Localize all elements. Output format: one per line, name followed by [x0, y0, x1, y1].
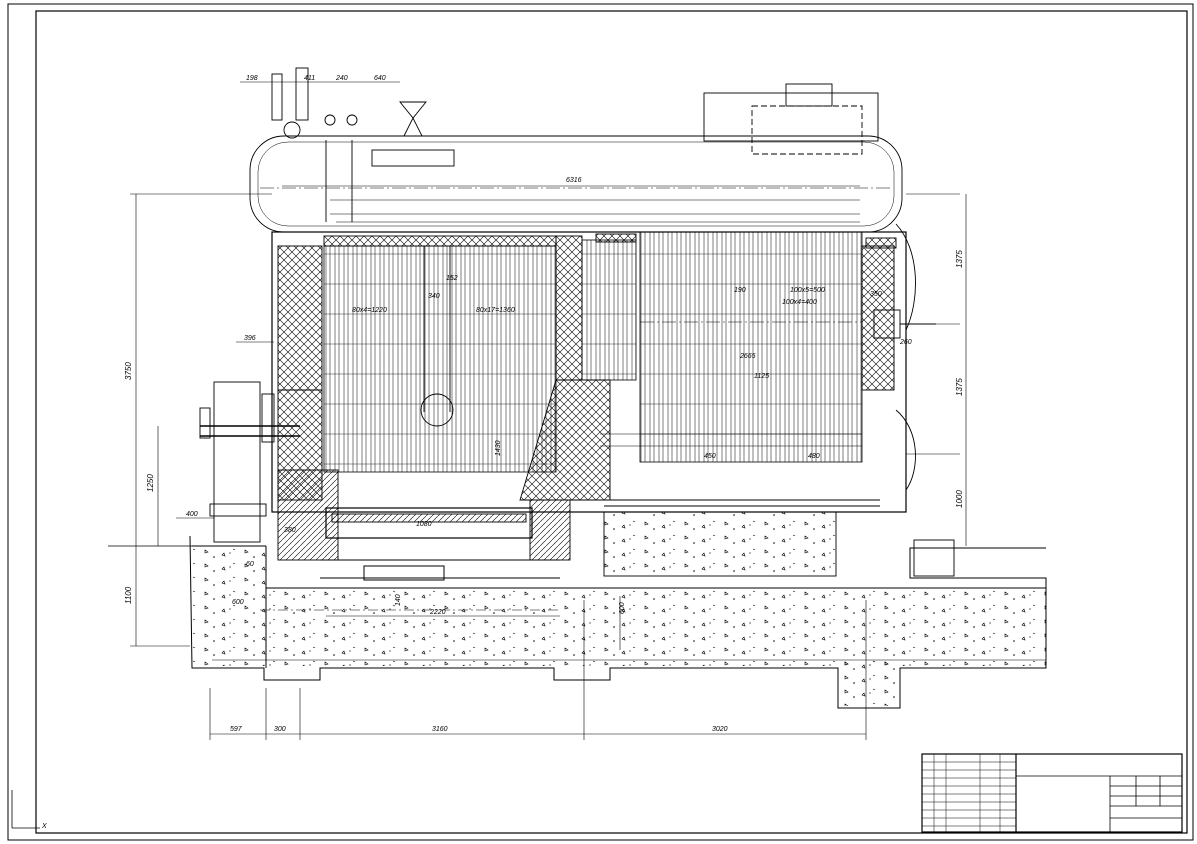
dim-tube-left: 80x4=1220	[352, 307, 387, 314]
ucs-axis-marker: X	[11, 790, 47, 830]
dimension-labels: 198 411 240 640 6316 3750 1250 1100 1375…	[124, 75, 964, 733]
dim-left-height: 3750	[124, 362, 133, 380]
upper-drum	[249, 135, 903, 233]
furnace-body	[271, 231, 907, 513]
dim-100x4: 100x4=400	[782, 299, 817, 306]
foundation-outline	[189, 535, 1047, 709]
dim-bottom-3160: 3160	[432, 726, 448, 733]
title-block	[921, 753, 1183, 833]
dim-small-60: 60	[246, 561, 254, 568]
dim-260: 260	[899, 339, 912, 346]
grate	[325, 507, 533, 539]
outer-frame	[7, 3, 1194, 841]
dim-top-411: 411	[304, 75, 315, 82]
dim-2665: 2665	[739, 353, 756, 360]
dim-top-240: 240	[335, 75, 348, 82]
front-wall	[277, 245, 323, 391]
dim-100x5: 100x5=500	[790, 287, 825, 294]
dim-480: 480	[808, 453, 820, 460]
dim-burner-396: 396	[244, 335, 256, 342]
dim-burner-400: 400	[186, 511, 198, 518]
dim-bottom-3020: 3020	[712, 726, 728, 733]
dim-152: 152	[446, 275, 458, 282]
dim-bottom-597: 597	[230, 726, 243, 733]
dim-1080: 1080	[416, 521, 432, 528]
dim-tube-mid: 80x17=1360	[476, 307, 515, 314]
dim-left-1100: 1100	[124, 586, 133, 604]
tube-bank-right	[639, 231, 863, 463]
dim-2220: 2220	[429, 609, 446, 616]
foundation	[108, 535, 1047, 709]
dim-overall-length: 6316	[566, 177, 582, 184]
boiler-assembly	[199, 67, 955, 577]
dim-right-lower: 1000	[955, 490, 964, 508]
dim-450: 450	[704, 453, 716, 460]
tube-bank-left	[323, 245, 557, 473]
dim-380: 380	[284, 527, 296, 534]
dim-bottom-300: 300	[274, 726, 286, 733]
dim-left-1250: 1250	[146, 474, 155, 492]
dim-base-600: 600	[232, 599, 244, 606]
inner-frame	[35, 10, 1188, 834]
dim-top-640: 640	[374, 75, 386, 82]
baffle-wall	[555, 235, 583, 381]
dim-right-middle: 1375	[955, 378, 964, 396]
burner-assembly	[213, 381, 261, 543]
dim-1125: 1125	[754, 373, 769, 380]
axis-x-label: X	[41, 823, 47, 830]
tube-row-top	[330, 199, 860, 223]
dim-350: 350	[870, 291, 882, 298]
dim-190: 190	[734, 287, 746, 294]
top-housing	[703, 92, 879, 142]
dim-1430: 1430	[495, 440, 502, 456]
dimension-lines	[130, 81, 967, 740]
dim-600v: 600	[619, 602, 626, 614]
dim-340: 340	[428, 293, 440, 300]
dim-140: 140	[395, 594, 402, 606]
dim-right-upper: 1375	[955, 250, 964, 268]
dim-top-198: 198	[246, 75, 258, 82]
